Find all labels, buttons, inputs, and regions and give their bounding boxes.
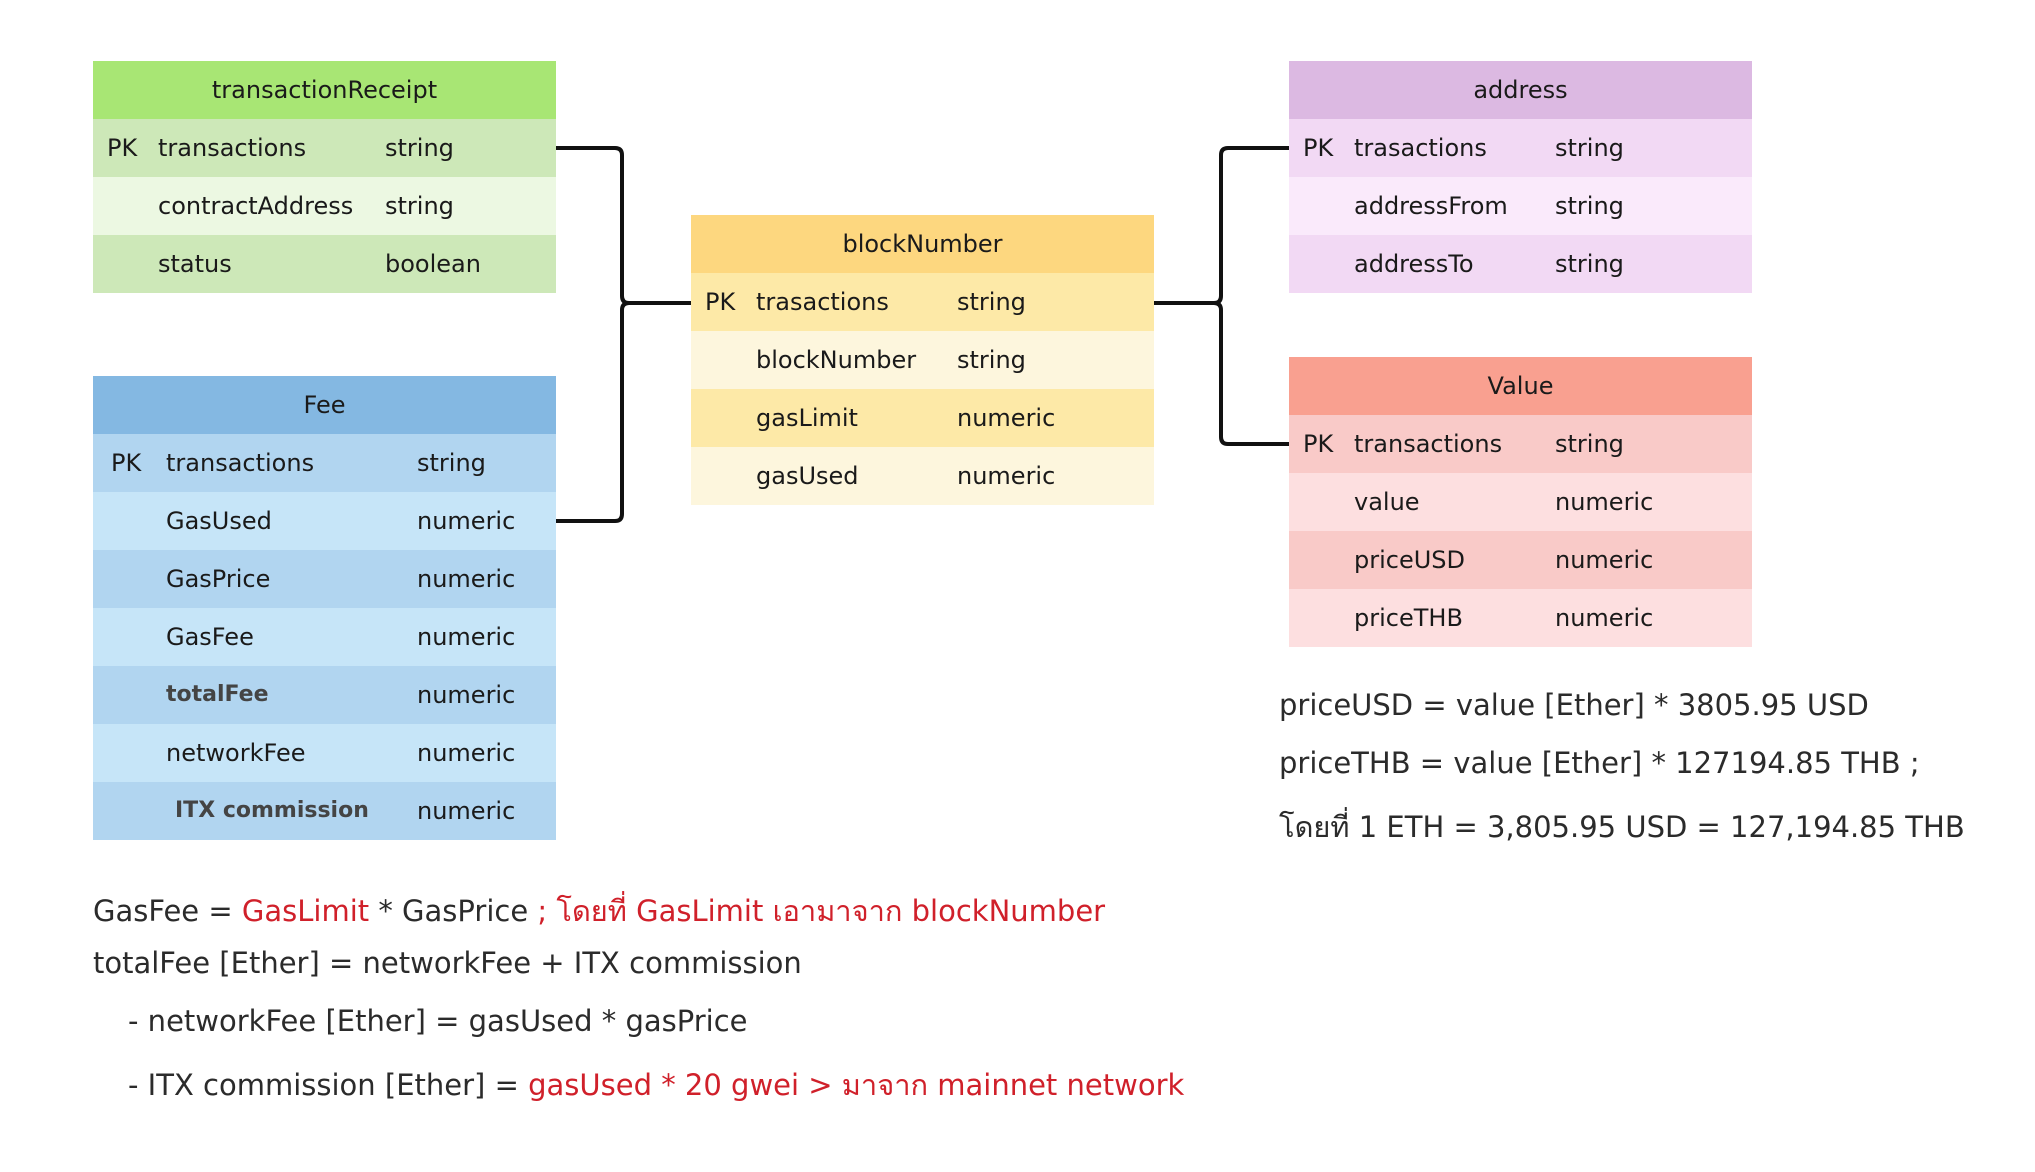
entity-header: address bbox=[1289, 61, 1752, 119]
primary-key-marker: PK bbox=[111, 449, 142, 477]
connector-block-to-value bbox=[1154, 301, 1289, 446]
note-itx-part: - ITX commission [Ether] = bbox=[128, 1068, 529, 1102]
field-type: numeric bbox=[417, 739, 516, 767]
connector-receipt-to-block bbox=[556, 146, 691, 305]
field-name: status bbox=[158, 250, 232, 278]
field-row: PK transactions string bbox=[93, 119, 556, 177]
field-type: string bbox=[1555, 430, 1624, 458]
field-row: PK transactions string bbox=[93, 434, 556, 492]
note-exchange-rate: โดยที่ 1 ETH = 3,805.95 USD = 127,194.85… bbox=[1279, 810, 1965, 844]
field-type: numeric bbox=[417, 507, 516, 535]
field-name: transactions bbox=[1354, 430, 1503, 458]
field-type: string bbox=[385, 134, 454, 162]
note-gasfee: GasFee = GasLimit * GasPrice ; โดยที่ Ga… bbox=[93, 888, 1105, 934]
note-gasfee-part: * GasPrice bbox=[369, 894, 538, 928]
field-row: totalFee numeric bbox=[93, 666, 556, 724]
field-row: value numeric bbox=[1289, 473, 1752, 531]
field-name: gasUsed bbox=[756, 462, 859, 490]
field-name: gasLimit bbox=[756, 404, 858, 432]
field-row: gasLimit numeric bbox=[691, 389, 1154, 447]
field-name: networkFee bbox=[166, 739, 306, 767]
field-type: string bbox=[957, 346, 1026, 374]
field-name: GasUsed bbox=[166, 507, 272, 535]
field-type: numeric bbox=[1555, 488, 1654, 516]
field-name: GasFee bbox=[166, 623, 254, 651]
field-type: numeric bbox=[417, 623, 516, 651]
field-row: blockNumber string bbox=[691, 331, 1154, 389]
field-name: value bbox=[1354, 488, 1420, 516]
field-row: networkFee numeric bbox=[93, 724, 556, 782]
field-name: contractAddress bbox=[158, 192, 354, 220]
field-row: priceTHB numeric bbox=[1289, 589, 1752, 647]
entity-header: blockNumber bbox=[691, 215, 1154, 273]
field-name: priceTHB bbox=[1354, 604, 1463, 632]
note-price-usd: priceUSD = value [Ether] * 3805.95 USD bbox=[1279, 688, 1869, 722]
primary-key-marker: PK bbox=[705, 288, 736, 316]
primary-key-marker: PK bbox=[107, 134, 138, 162]
entity-header: Value bbox=[1289, 357, 1752, 415]
note-itx-commission: - ITX commission [Ether] = gasUsed * 20 … bbox=[128, 1062, 1184, 1108]
field-row: PK transactions string bbox=[1289, 415, 1752, 473]
field-name: trasactions bbox=[756, 288, 889, 316]
field-type: numeric bbox=[417, 565, 516, 593]
entity-header: transactionReceipt bbox=[93, 61, 556, 119]
field-row: gasUsed numeric bbox=[691, 447, 1154, 505]
field-name: priceUSD bbox=[1354, 546, 1466, 574]
field-row: PK trasactions string bbox=[691, 273, 1154, 331]
field-name: totalFee bbox=[166, 682, 269, 707]
field-type: string bbox=[957, 288, 1026, 316]
field-type: numeric bbox=[417, 681, 516, 709]
field-type: numeric bbox=[957, 462, 1056, 490]
field-name: blockNumber bbox=[756, 346, 917, 374]
field-name: GasPrice bbox=[166, 565, 271, 593]
note-itx-source: gasUsed * 20 gwei > มาจาก mainnet networ… bbox=[528, 1068, 1185, 1102]
field-row: GasFee numeric bbox=[93, 608, 556, 666]
field-row: addressFrom string bbox=[1289, 177, 1752, 235]
field-row: GasPrice numeric bbox=[93, 550, 556, 608]
connector-block-to-address bbox=[1154, 146, 1289, 305]
entity-address[interactable]: address PK trasactions string addressFrom st… bbox=[1289, 61, 1752, 293]
field-type: numeric bbox=[417, 797, 516, 825]
field-name: transactions bbox=[158, 134, 307, 162]
field-name: addressFrom bbox=[1354, 192, 1508, 220]
field-type: string bbox=[1555, 192, 1624, 220]
note-gasfee-gaslimit: GasLimit bbox=[241, 894, 370, 928]
primary-key-marker: PK bbox=[1303, 134, 1334, 162]
entity-header: Fee bbox=[93, 376, 556, 434]
field-name: transactions bbox=[166, 449, 315, 477]
field-name: addressTo bbox=[1354, 250, 1474, 278]
field-name: trasactions bbox=[1354, 134, 1487, 162]
field-row: priceUSD numeric bbox=[1289, 531, 1752, 589]
field-row: addressTo string bbox=[1289, 235, 1752, 293]
field-row: GasUsed numeric bbox=[93, 492, 556, 550]
note-gasfee-source: ; โดยที่ GasLimit เอามาจาก blockNumber bbox=[537, 894, 1106, 928]
field-type: boolean bbox=[385, 250, 481, 278]
field-type: string bbox=[1555, 250, 1624, 278]
field-type: numeric bbox=[957, 404, 1056, 432]
primary-key-marker: PK bbox=[1303, 430, 1334, 458]
field-row: status boolean bbox=[93, 235, 556, 293]
connector-fee-to-block bbox=[556, 301, 630, 523]
field-type: string bbox=[417, 449, 486, 477]
field-type: string bbox=[1555, 134, 1624, 162]
field-row: ITX commission numeric bbox=[93, 782, 556, 840]
note-networkfee: - networkFee [Ether] = gasUsed * gasPric… bbox=[128, 1004, 748, 1038]
note-gasfee-part: GasFee = bbox=[93, 894, 242, 928]
field-row: PK trasactions string bbox=[1289, 119, 1752, 177]
field-row: contractAddress string bbox=[93, 177, 556, 235]
note-price-thb: priceTHB = value [Ether] * 127194.85 THB… bbox=[1279, 746, 1920, 780]
field-type: numeric bbox=[1555, 604, 1654, 632]
field-type: string bbox=[385, 192, 454, 220]
field-type: numeric bbox=[1555, 546, 1654, 574]
field-name: ITX commission bbox=[175, 798, 369, 823]
note-totalfee: totalFee [Ether] = networkFee + ITX comm… bbox=[93, 946, 802, 980]
